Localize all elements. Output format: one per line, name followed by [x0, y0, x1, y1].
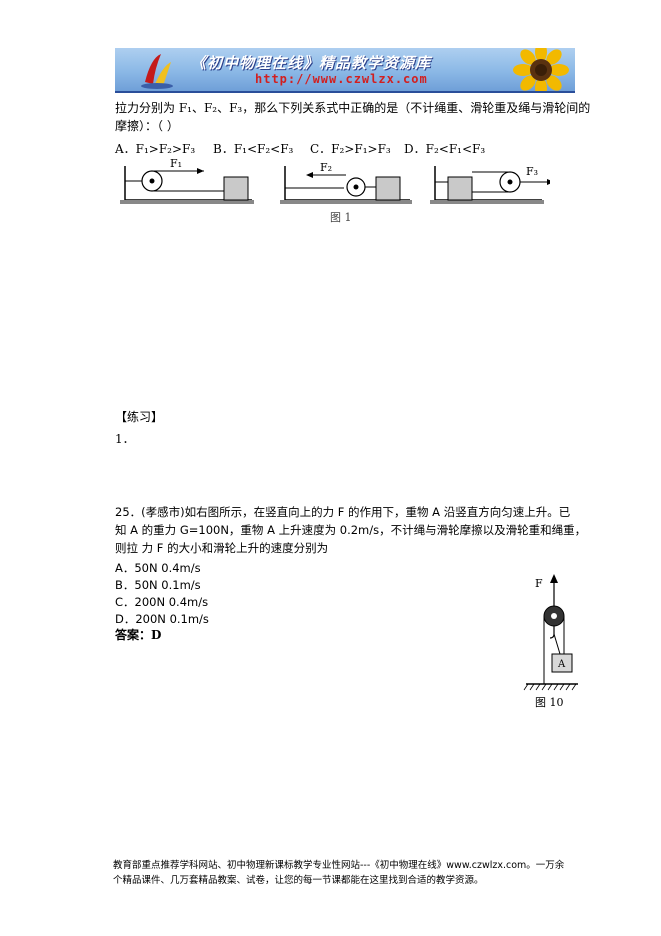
- hook-icon: [549, 626, 555, 639]
- fig1-label-f3: F₃: [526, 165, 538, 178]
- banner-url: http://www.czwlzx.com: [255, 72, 428, 86]
- q25-option-d: D．200N 0.1m/s: [115, 612, 209, 626]
- sunflower-icon: [513, 48, 569, 91]
- q25-line3: 则拉 力 F 的大小和滑轮上升的速度分别为: [115, 541, 329, 555]
- pulley-setup-1: F₁: [120, 158, 254, 204]
- fig1-label-f1: F₁: [170, 158, 182, 170]
- q-prev-option-b: B．F₁<F₂<F₃: [213, 142, 294, 156]
- figure-1-pulleys: F₁ F₂ F₃: [120, 158, 550, 204]
- q25-option-a: A．50N 0.4m/s: [115, 561, 201, 575]
- practice-heading: 【练习】: [115, 410, 164, 424]
- q25-line2: 知 A 的重力 G=100N，重物 A 上升速度为 0.2m/s，不计绳与滑轮摩…: [115, 523, 587, 537]
- q25-option-c: C．200N 0.4m/s: [115, 595, 209, 609]
- site-logo-icon: [141, 54, 173, 89]
- arrow-left-icon: [306, 172, 313, 178]
- figure-1-caption: 图 1: [330, 211, 352, 224]
- footer-line2: 个精品课件、几万套精品教案、试卷，让您的每一节课都能在这里找到合适的教学资源。: [113, 875, 484, 886]
- figure-10-pulley: F A: [523, 574, 578, 691]
- q25-answer: 答案：D: [115, 628, 162, 642]
- header-banner: 《初中物理在线》精品教学资源库 http://www.czwlzx.com: [115, 48, 575, 93]
- q-prev-option-c: C．F₂>F₁>F₃: [310, 142, 391, 156]
- arrow-right-icon: [197, 168, 204, 174]
- fig10-label-block: A: [557, 659, 566, 670]
- q-prev-line1: 拉力分别为 F₁、F₂、F₃，那么下列关系式中正确的是（不计绳重、滑轮重及绳与滑…: [115, 101, 591, 115]
- q25-option-b: B．50N 0.1m/s: [115, 578, 201, 592]
- practice-item-1: 1．: [115, 432, 135, 446]
- q-prev-option-d: D．F₂<F₁<F₃: [404, 142, 486, 156]
- arrow-right-icon: [547, 179, 550, 185]
- q25-line1: 25．(孝感市)如右图所示，在竖直向上的力 F 的作用下，重物 A 沿竖直方向匀…: [115, 505, 571, 519]
- pulley-setup-3: F₃: [430, 165, 550, 204]
- q-prev-line2: 摩擦）：（ ）: [115, 119, 179, 133]
- footer-line1: 教育部重点推荐学科网站、初中物理新课标教学专业性网站---《初中物理在线》www…: [113, 860, 565, 871]
- figure-10-caption: 图 10: [535, 696, 564, 709]
- q-prev-option-a: A．F₁>F₂>F₃: [115, 142, 196, 156]
- banner-title: 《初中物理在线》精品教学资源库: [191, 54, 432, 72]
- fig1-label-f2: F₂: [320, 161, 332, 174]
- arrow-up-icon: [550, 574, 558, 583]
- fig10-label-force: F: [535, 577, 543, 590]
- pulley-setup-2: F₂: [280, 161, 412, 204]
